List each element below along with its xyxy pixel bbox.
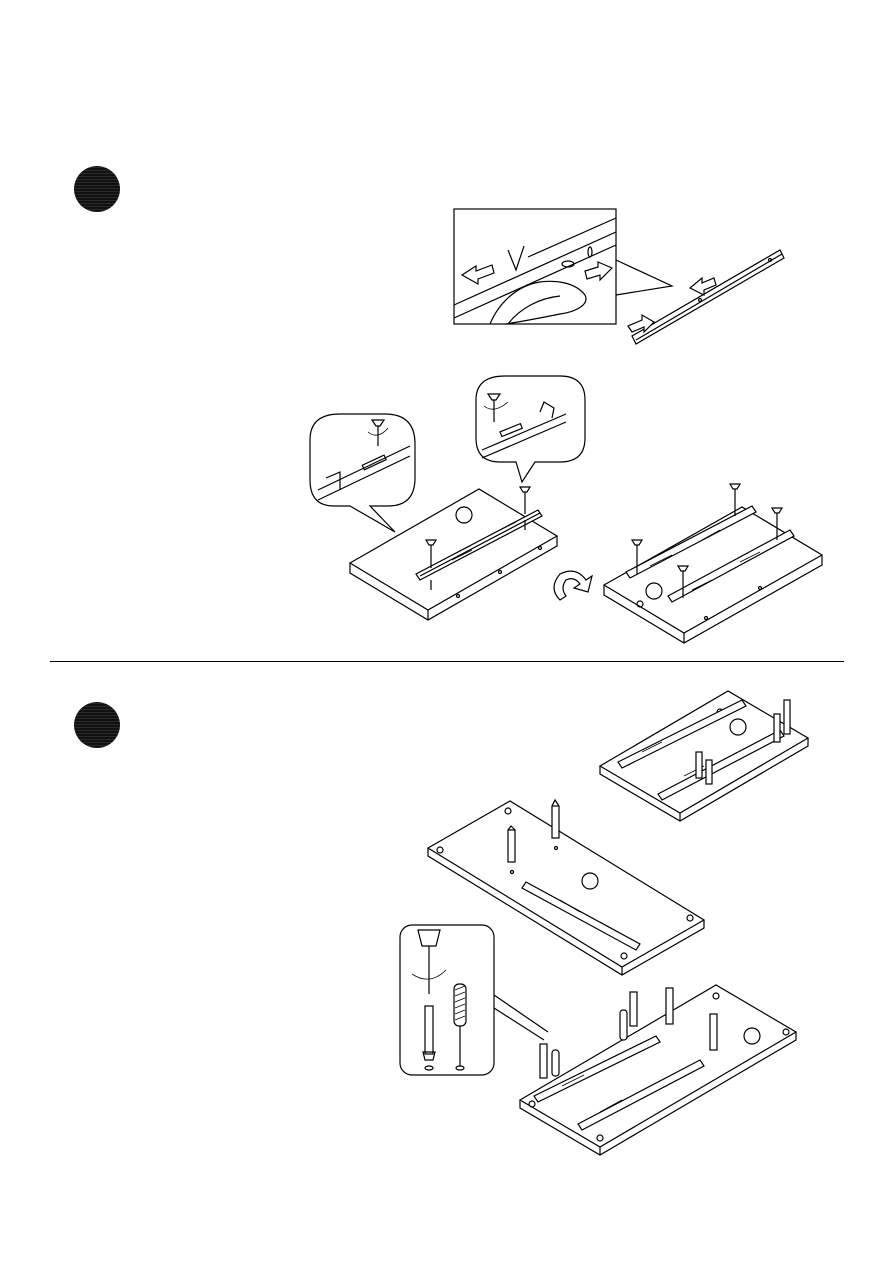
panel-step1-right	[604, 484, 822, 643]
slide-rail-full	[628, 250, 784, 344]
panel-step1-left	[350, 487, 557, 620]
rotate-arrow-icon	[554, 571, 592, 600]
rail-release-detail	[454, 209, 616, 324]
screw-detail-left	[310, 414, 415, 532]
panel-step2-bottom	[520, 985, 796, 1155]
screw-detail-right	[476, 376, 585, 482]
panel-step2-top	[600, 691, 808, 821]
screwdriver-detail	[400, 925, 548, 1075]
